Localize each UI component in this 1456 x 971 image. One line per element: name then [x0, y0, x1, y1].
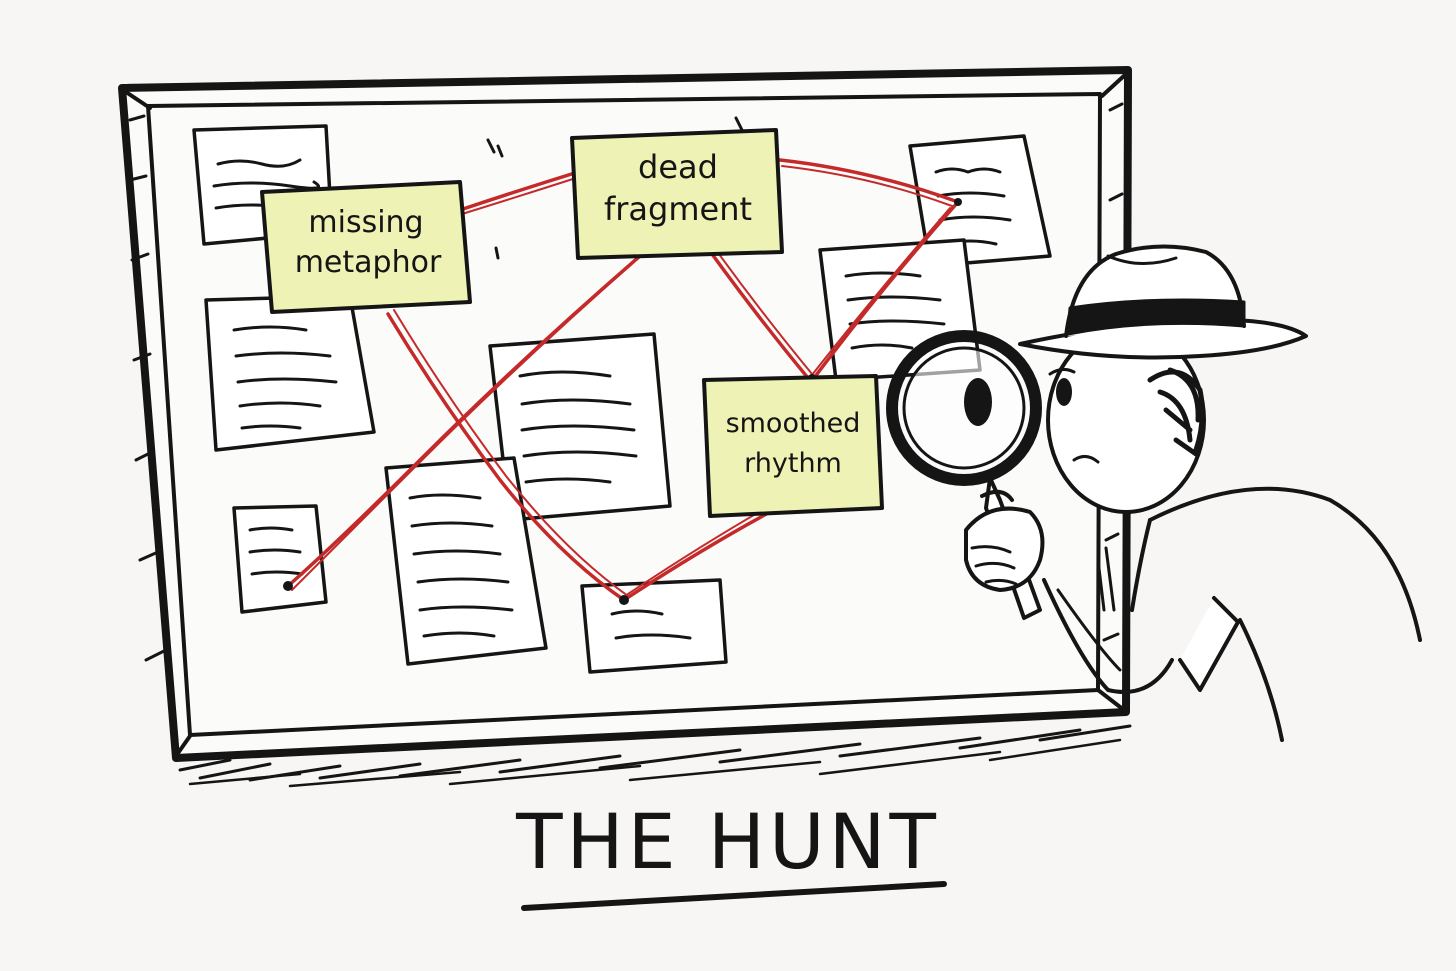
paper-bottom-small [580, 578, 728, 674]
paper-documents [192, 124, 1052, 674]
sticky-note-smoothed-rhythm: smoothed rhythm [702, 374, 884, 518]
note-label-line-2: fragment [604, 190, 752, 228]
paper-top-right [908, 134, 1052, 268]
paper-left-middle [204, 294, 376, 452]
detective-hat-icon [1018, 244, 1308, 360]
magnifying-glass-icon [886, 330, 1045, 620]
note-label-line-2: rhythm [744, 448, 842, 479]
tack-marks [486, 116, 744, 260]
note-label-line-1: smoothed [726, 408, 861, 439]
note-label-line-2: metaphor [295, 245, 442, 280]
title-underline [521, 881, 947, 911]
title-group: THE HUNT [515, 797, 947, 911]
sticky-note-missing-metaphor: missing metaphor [260, 180, 472, 314]
note-label-line-1: dead [638, 148, 718, 186]
paper-bottom-center [384, 456, 548, 666]
note-label-line-1: missing [308, 205, 423, 240]
sticky-note-dead-fragment: dead fragment [570, 128, 784, 260]
detective-figure [1018, 244, 1422, 742]
red-strings [286, 158, 960, 602]
paper-small-bottom-left [232, 504, 328, 614]
page-title: THE HUNT [515, 797, 940, 886]
